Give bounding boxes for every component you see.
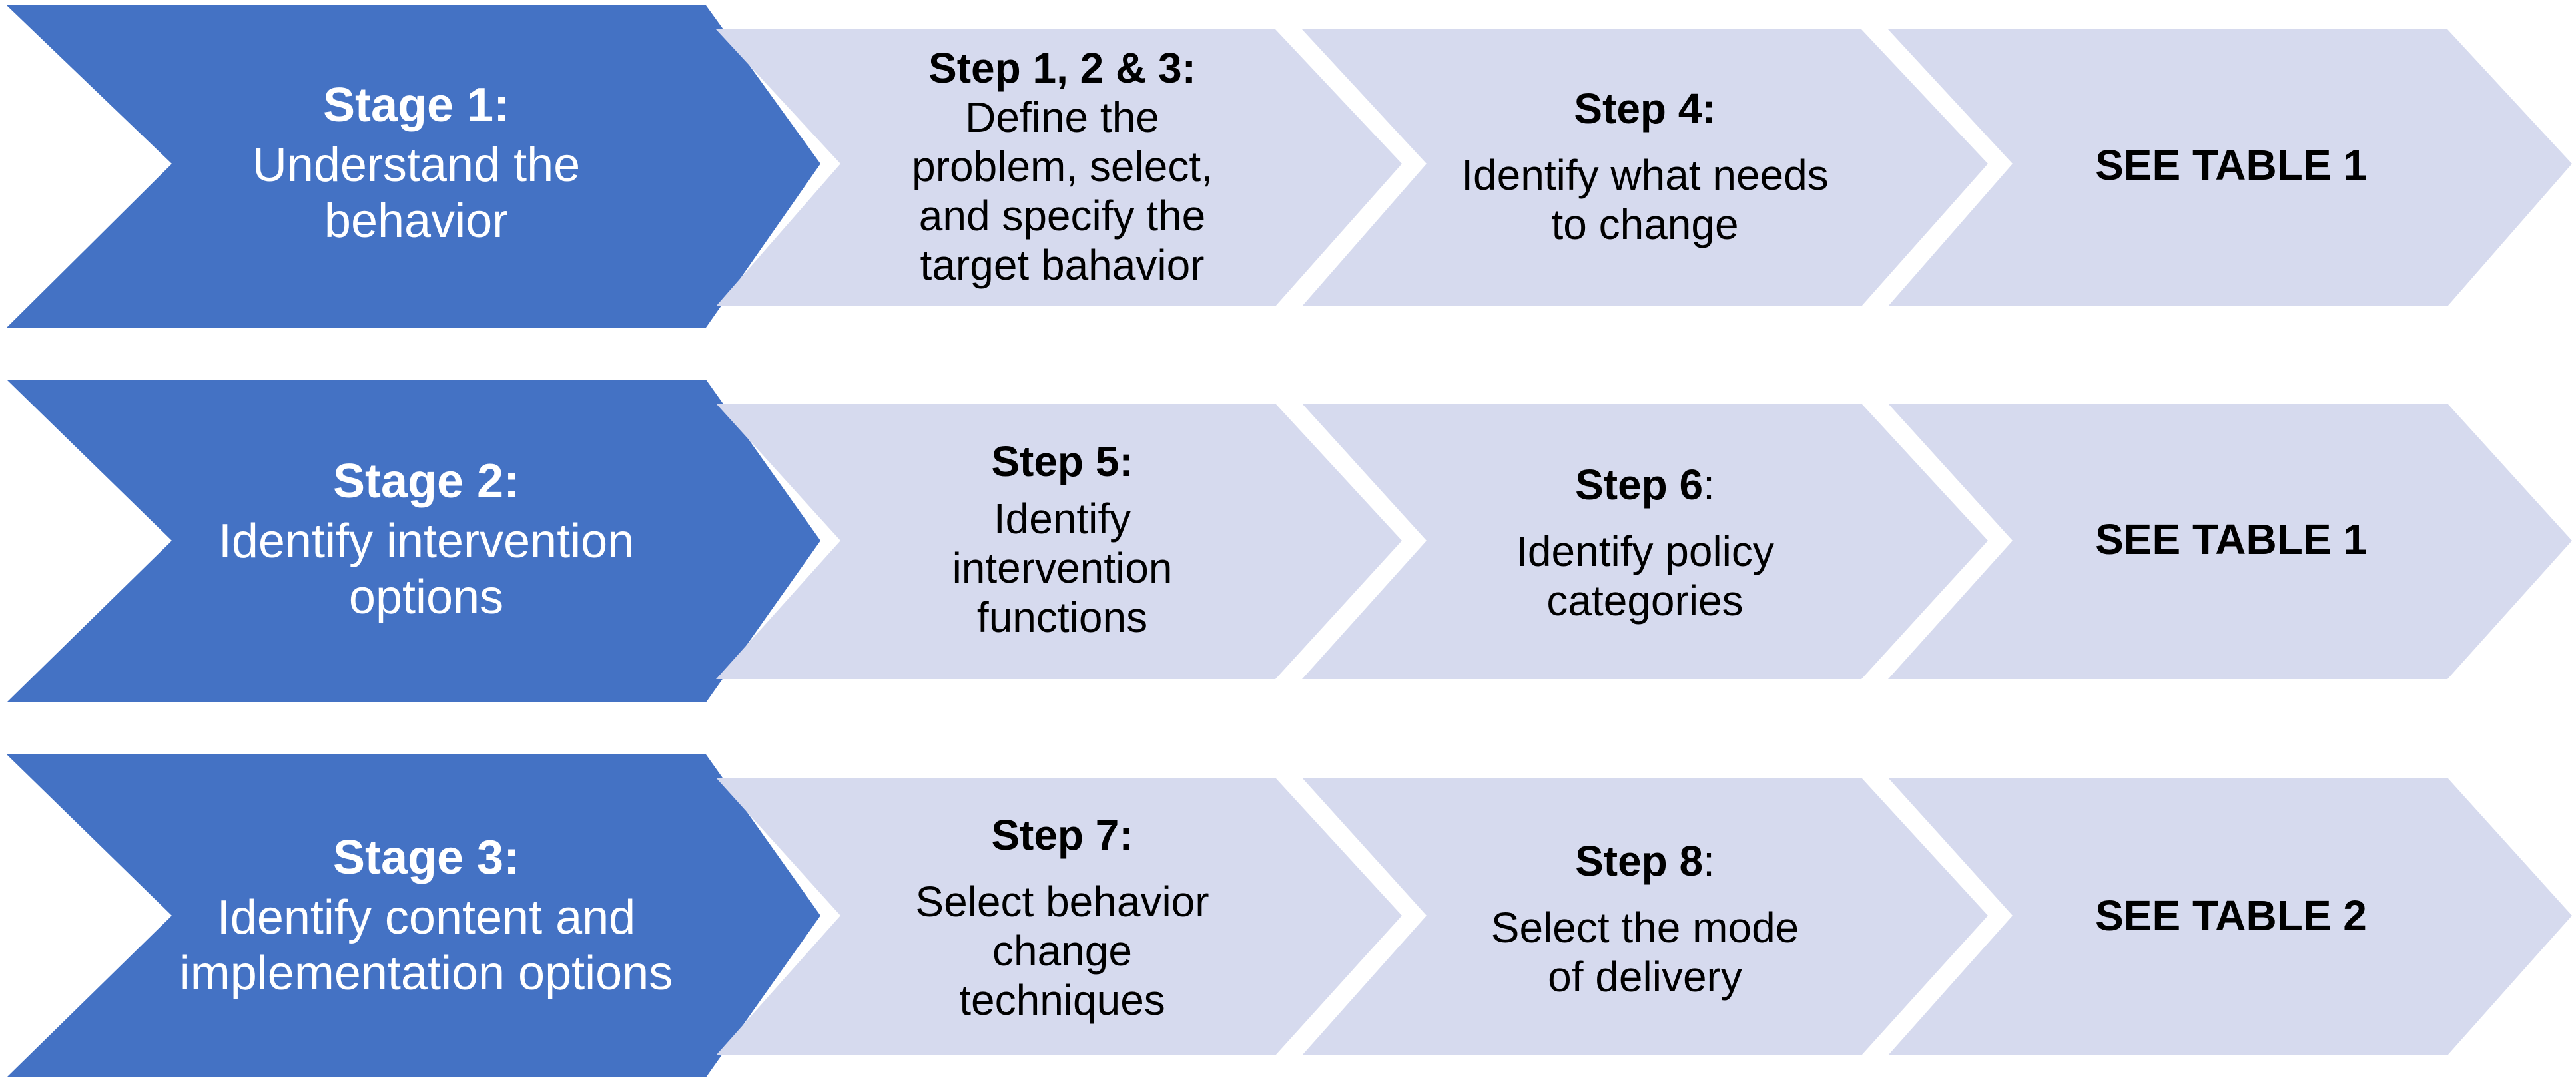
- step-7-chevron: [716, 778, 1402, 1055]
- table-1-reference-row-1: SEE TABLE 1: [2028, 40, 2434, 290]
- stage-3-chevron: [7, 754, 820, 1077]
- step-4-label: Step 4: Identify what needs to change: [1445, 40, 1845, 293]
- stage-2-label: Stage 2: Identify intervention options: [163, 413, 689, 666]
- step-7-text: Select behavior change techniques: [915, 877, 1209, 1024]
- step-5-chevron: [716, 404, 1402, 679]
- stage-3-title: Stage 3:: [332, 831, 520, 884]
- step-1-2-3-text: Define the problem, select, and specify …: [912, 93, 1213, 289]
- table-2-reference: SEE TABLE 2: [2028, 789, 2434, 1042]
- table-2-chevron: [1888, 778, 2572, 1055]
- table-1-reference-text: SEE TABLE 1: [2095, 140, 2367, 189]
- step-1-2-3-chevron: [716, 29, 1402, 306]
- stage-1-label: Stage 1: Understand the behavior: [163, 40, 669, 286]
- table-1-reference-row-2: SEE TABLE 1: [2028, 413, 2434, 666]
- table-1-chevron-row-1: [1888, 29, 2572, 306]
- stage-2-title: Stage 2:: [332, 455, 520, 508]
- step-1-2-3-label: Step 1, 2 & 3: Define the problem, selec…: [859, 33, 1265, 300]
- table-2-reference-text: SEE TABLE 2: [2095, 892, 2367, 940]
- step-7-title: Step 7:: [991, 810, 1133, 859]
- step-6-chevron: [1302, 404, 1988, 679]
- step-5-text: Identify intervention functions: [952, 495, 1173, 641]
- step-6-text: Identify policy categories: [1516, 527, 1774, 625]
- step-4-text: Identify what needs to change: [1461, 151, 1829, 248]
- stage-3-text: Identify content and implementation opti…: [179, 891, 673, 1000]
- step-4-title: Step 4:: [1574, 85, 1716, 133]
- stage-3-label: Stage 3: Identify content and implementa…: [163, 786, 689, 1045]
- step-8-chevron: [1302, 778, 1988, 1055]
- table-1-reference-text: SEE TABLE 1: [2095, 515, 2367, 563]
- stage-1-title: Stage 1:: [322, 79, 510, 132]
- step-6-title: Step 6:: [1575, 461, 1715, 509]
- step-8-text: Select the mode of delivery: [1490, 904, 1799, 1001]
- stage-2-text: Identify intervention options: [218, 515, 635, 624]
- step-4-chevron: [1302, 29, 1988, 306]
- step-5-label: Step 5: Identify intervention functions: [859, 413, 1265, 666]
- step-6-label: Step 6: Identify policy categories: [1445, 416, 1845, 669]
- step-5-title: Step 5:: [991, 437, 1133, 485]
- step-7-label: Step 7: Select behavior change technique…: [859, 789, 1265, 1045]
- stage-1-chevron: [7, 5, 820, 328]
- step-8-label: Step 8: Select the mode of delivery: [1445, 792, 1845, 1045]
- stage-2-chevron: [7, 380, 820, 702]
- table-1-chevron-row-2: [1888, 404, 2572, 679]
- stage-1-text: Understand the behavior: [252, 138, 581, 248]
- step-1-2-3-title: Step 1, 2 & 3:: [928, 44, 1196, 92]
- step-8-title: Step 8:: [1575, 837, 1715, 885]
